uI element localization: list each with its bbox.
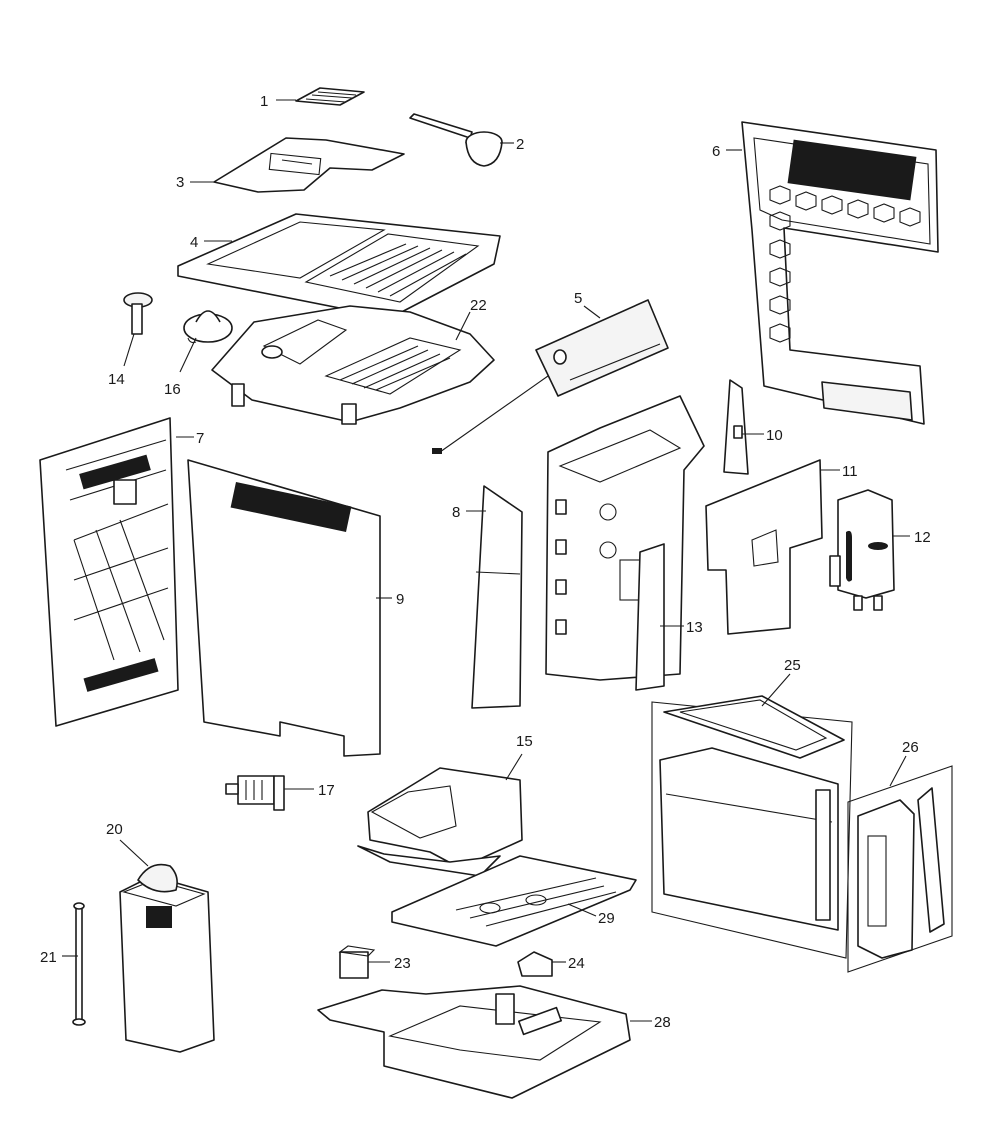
callout-9: 9 bbox=[396, 591, 404, 608]
part-5-drawing bbox=[432, 299, 669, 454]
leader-20 bbox=[119, 839, 149, 867]
part-1-drawing bbox=[295, 87, 365, 106]
callout-24: 24 bbox=[568, 955, 585, 972]
part-22-drawing bbox=[211, 305, 495, 425]
callout-16: 16 bbox=[164, 381, 181, 398]
callout-12: 12 bbox=[914, 529, 931, 546]
main-chassis-drawing bbox=[545, 395, 705, 681]
callout-11: 11 bbox=[842, 463, 858, 480]
part-6-drawing bbox=[741, 121, 939, 425]
callout-14: 14 bbox=[108, 371, 125, 388]
part-9-drawing bbox=[187, 459, 381, 757]
callout-25: 25 bbox=[784, 657, 801, 674]
callout-labels: 1 2 3 4 5 6 7 8 9 10 11 12 13 14 15 16 1… bbox=[40, 93, 931, 1031]
part-21-drawing bbox=[72, 902, 86, 1026]
honeycomb-pattern bbox=[769, 185, 921, 343]
part-24-drawing bbox=[517, 951, 553, 977]
callout-10: 10 bbox=[766, 427, 783, 444]
part-4-drawing bbox=[177, 213, 501, 319]
callout-21: 21 bbox=[40, 949, 57, 966]
part-7-drawing bbox=[39, 417, 179, 727]
leader-lines bbox=[62, 99, 910, 1022]
part-15-drawing bbox=[357, 767, 523, 877]
callout-1: 1 bbox=[260, 93, 268, 110]
part-23-drawing bbox=[338, 945, 376, 979]
callout-26: 26 bbox=[902, 739, 919, 756]
leader-5 bbox=[583, 305, 601, 319]
leader-16 bbox=[179, 337, 197, 373]
leader-25 bbox=[761, 673, 791, 707]
part-10-drawing bbox=[723, 379, 749, 475]
part-25-group bbox=[651, 695, 853, 959]
part-20-drawing bbox=[119, 863, 215, 1053]
callout-29: 29 bbox=[598, 910, 615, 927]
callout-6: 6 bbox=[712, 143, 720, 160]
leader-26 bbox=[889, 755, 907, 787]
callout-4: 4 bbox=[190, 234, 198, 251]
callout-5: 5 bbox=[574, 290, 582, 307]
part-12-drawing bbox=[829, 489, 895, 611]
callout-3: 3 bbox=[176, 174, 184, 191]
callout-20: 20 bbox=[106, 821, 123, 838]
callout-28: 28 bbox=[654, 1014, 671, 1031]
leader-14 bbox=[123, 333, 135, 367]
part-3-drawing bbox=[213, 137, 405, 193]
part-26-group bbox=[847, 765, 953, 973]
callout-13: 13 bbox=[686, 619, 703, 636]
part-16-drawing bbox=[183, 310, 233, 344]
leader-22 bbox=[455, 311, 471, 341]
part-8-drawing bbox=[471, 485, 523, 709]
part-11-drawing bbox=[705, 459, 823, 635]
leader-29 bbox=[567, 903, 597, 917]
leader-15 bbox=[505, 753, 523, 781]
callout-22: 22 bbox=[470, 297, 487, 314]
part-2-drawing bbox=[409, 113, 503, 167]
callout-7: 7 bbox=[196, 430, 204, 447]
part-28-drawing bbox=[317, 985, 631, 1099]
part-14-drawing bbox=[123, 292, 153, 335]
callout-17: 17 bbox=[318, 782, 335, 799]
part-29-drawing bbox=[391, 855, 637, 947]
part-17-drawing bbox=[225, 775, 285, 811]
part-13-drawing bbox=[635, 543, 665, 691]
callout-8: 8 bbox=[452, 504, 460, 521]
callout-2: 2 bbox=[516, 136, 524, 153]
callout-15: 15 bbox=[516, 733, 533, 750]
callout-23: 23 bbox=[394, 955, 411, 972]
